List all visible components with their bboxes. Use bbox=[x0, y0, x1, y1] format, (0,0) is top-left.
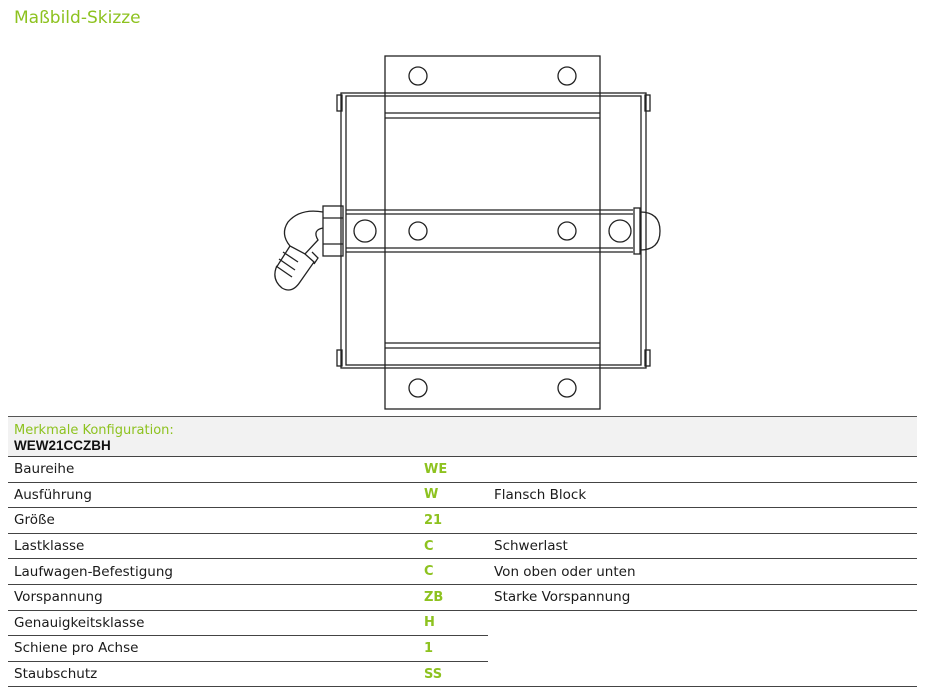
feature-name: Schiene pro Achse bbox=[8, 635, 418, 662]
feature-name: Ausführung bbox=[8, 481, 418, 508]
feature-name: Größe bbox=[8, 507, 418, 534]
hole-top-right bbox=[557, 66, 577, 86]
hole-bottom-left bbox=[408, 378, 428, 398]
rail-hole-1 bbox=[353, 219, 377, 243]
feature-name: Genauigkeitsklasse bbox=[8, 609, 418, 636]
feature-name: Lastklasse bbox=[8, 532, 418, 559]
block-body bbox=[340, 92, 647, 369]
screw-top-left bbox=[336, 94, 343, 112]
feature-code: C bbox=[418, 532, 488, 559]
block-body-inner bbox=[345, 95, 642, 366]
hole-top-left bbox=[408, 66, 428, 86]
feature-description bbox=[488, 507, 917, 534]
feature-code: C bbox=[418, 558, 488, 585]
feature-description: Flansch Block bbox=[488, 481, 917, 508]
feature-code: SS bbox=[418, 660, 488, 688]
feature-code: H bbox=[418, 609, 488, 636]
screw-bottom-right bbox=[644, 349, 651, 367]
feature-code: ZB bbox=[418, 583, 488, 611]
feature-description: Von oben oder unten bbox=[488, 558, 917, 585]
feature-name: Laufwagen-Befestigung bbox=[8, 558, 418, 585]
feature-description bbox=[488, 636, 917, 662]
grease-nipple-elbow bbox=[283, 210, 324, 255]
page-title: Maßbild-Skizze bbox=[14, 8, 141, 28]
feature-name: Vorspannung bbox=[8, 583, 418, 611]
rail-hole-2 bbox=[408, 221, 428, 241]
screw-bottom-left bbox=[336, 349, 343, 367]
feature-name: Staubschutz bbox=[8, 660, 418, 688]
configuration-header: Merkmale Konfiguration: WEW21CCZBH bbox=[8, 416, 917, 456]
configuration-code: WEW21CCZBH bbox=[14, 438, 111, 453]
screw-top-right bbox=[644, 94, 651, 112]
feature-code: 21 bbox=[418, 507, 488, 534]
feature-description: Starke Vorspannung bbox=[488, 583, 917, 611]
grease-nut bbox=[322, 205, 344, 257]
feature-code: W bbox=[418, 481, 488, 508]
feature-description: Schwerlast bbox=[488, 532, 917, 559]
feature-code: 1 bbox=[418, 635, 488, 662]
feature-description bbox=[488, 609, 917, 636]
rail-hole-3 bbox=[557, 221, 577, 241]
feature-code: WE bbox=[418, 456, 488, 483]
carriage-flange bbox=[384, 55, 601, 410]
rail-hole-4 bbox=[608, 219, 632, 243]
seal-cap bbox=[633, 207, 641, 255]
feature-description bbox=[488, 661, 917, 688]
feature-name: Baureihe bbox=[8, 456, 418, 483]
configuration-label: Merkmale Konfiguration: bbox=[14, 423, 174, 438]
dimension-drawing bbox=[274, 55, 661, 410]
feature-description bbox=[488, 456, 917, 483]
hole-bottom-right bbox=[557, 378, 577, 398]
grease-nipple-head bbox=[274, 245, 315, 291]
configuration-panel: Merkmale Konfiguration: WEW21CCZBH Baure… bbox=[8, 416, 917, 688]
